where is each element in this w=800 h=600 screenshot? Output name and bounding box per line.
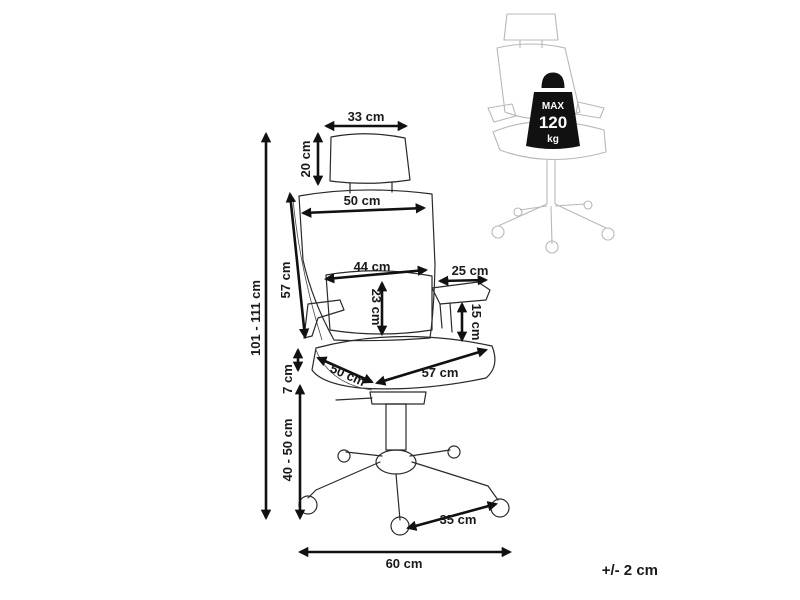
headrest-shape <box>329 133 411 184</box>
star-base-shape <box>307 449 499 521</box>
gas-cylinder-shape <box>385 403 407 451</box>
badge-weight-value: 120 <box>539 113 567 132</box>
right-armrest-shape <box>431 281 491 305</box>
leg-length-label: 35 cm <box>440 512 477 527</box>
total-height-label: 101 - 111 cm <box>248 280 263 356</box>
tolerance-note: +/- 2 cm <box>601 562 658 579</box>
lumbar-width-label: 44 cm <box>354 259 391 274</box>
armrest-width-label: 25 cm <box>452 263 489 278</box>
seat-depth-label: 57 cm <box>422 365 459 380</box>
headrest-height-label: 20 cm <box>298 141 313 178</box>
badge-unit-label: kg <box>547 134 559 145</box>
seat-thickness-label: 7 cm <box>280 364 295 394</box>
reference-chair-illustration <box>487 13 615 254</box>
max-load-badge: MAX 120 kg <box>526 72 580 149</box>
dimension-arrows <box>260 120 513 558</box>
base-width-label: 60 cm <box>386 556 423 571</box>
armrest-height-label: 15 cm <box>469 304 484 341</box>
badge-max-label: MAX <box>542 101 565 112</box>
seat-width-label: 50 cm <box>328 361 368 390</box>
back-width-label: 50 cm <box>344 193 381 208</box>
back-height-label: 57 cm <box>278 262 293 299</box>
seat-height-label: 40 - 50 cm <box>280 419 295 482</box>
lumbar-height-label: 23 cm <box>369 289 384 326</box>
backrest-shape <box>298 189 436 342</box>
headrest-width-label: 33 cm <box>348 109 385 124</box>
